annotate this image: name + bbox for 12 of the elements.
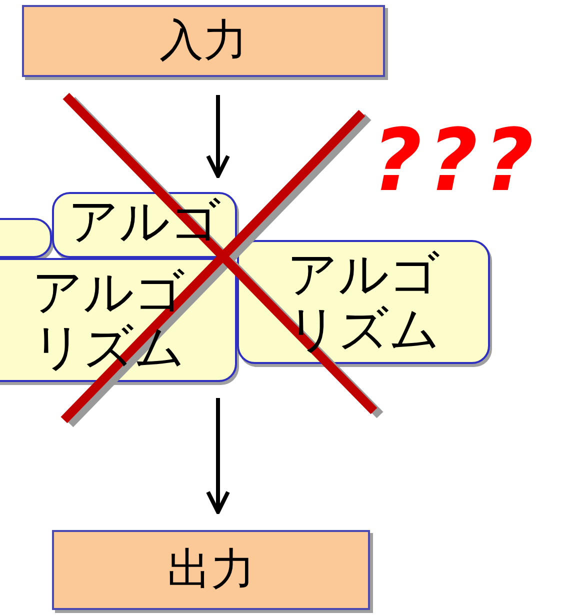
arrow [206,398,230,514]
process-box [52,530,370,610]
process-box [22,5,385,77]
node-text: アルゴリズム [31,265,186,375]
node-text: 入力 [160,16,248,66]
node-text: アルゴリズム [286,247,441,357]
algorithm-box [0,258,237,382]
algorithm-box [0,218,52,258]
question-marks: ??? [372,118,540,204]
algorithm-box [237,240,490,364]
node-text: 出力 [167,546,255,594]
arrow [206,95,230,178]
